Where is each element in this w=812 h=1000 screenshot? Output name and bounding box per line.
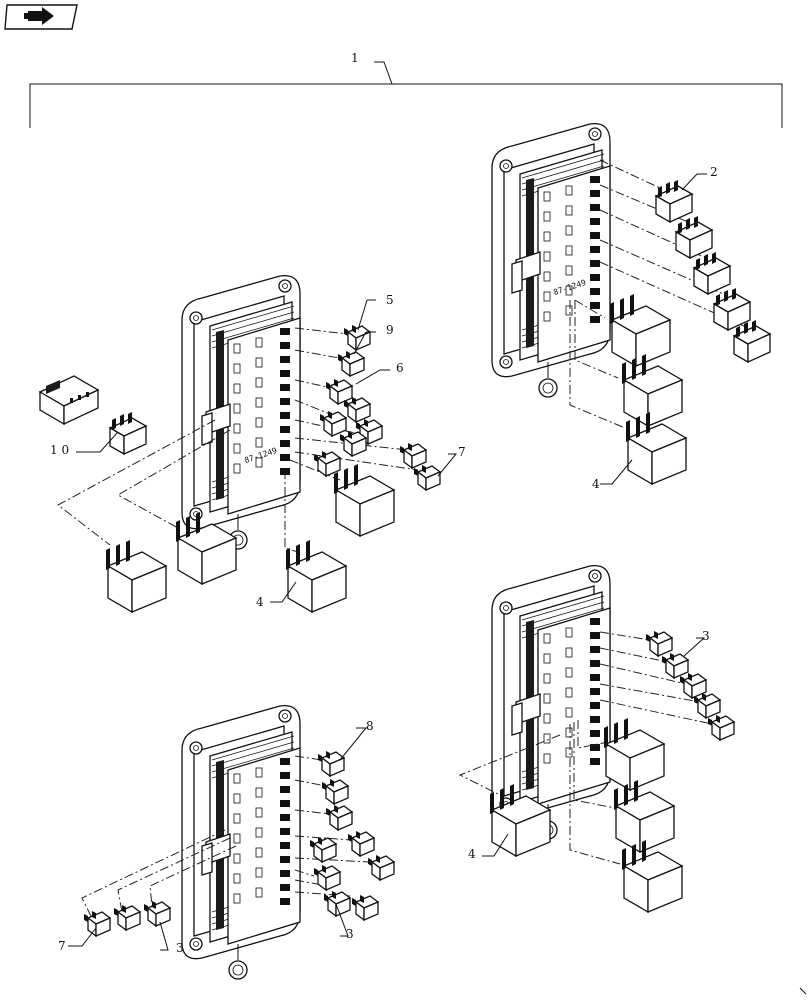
fuse-module-b (181, 274, 301, 550)
fuse-module-a (491, 122, 611, 398)
callout-7: 7 (458, 445, 466, 459)
callout-7: 7 (58, 939, 66, 953)
callout-2: 2 (710, 165, 718, 179)
callout-9: 9 (386, 323, 394, 337)
arrow-right-icon (4, 4, 78, 30)
callout-3: 3 (702, 629, 710, 643)
callout-8: 8 (366, 719, 374, 733)
fuse-module-d (181, 704, 301, 980)
callout-3: 3 (176, 941, 184, 955)
callout-6: 6 (396, 361, 404, 375)
callout-5: 5 (386, 293, 394, 307)
callout-4: 4 (468, 847, 476, 861)
callout-4: 4 (592, 477, 600, 491)
callout-10: 1 0 (50, 443, 70, 457)
callout-4: 4 (256, 595, 264, 609)
fuse-module-c (491, 564, 611, 840)
callout-3: 3 (346, 927, 354, 941)
nav-arrow-button[interactable] (4, 4, 78, 30)
callout-1: 1 (351, 51, 359, 65)
relay-socket (38, 375, 100, 426)
